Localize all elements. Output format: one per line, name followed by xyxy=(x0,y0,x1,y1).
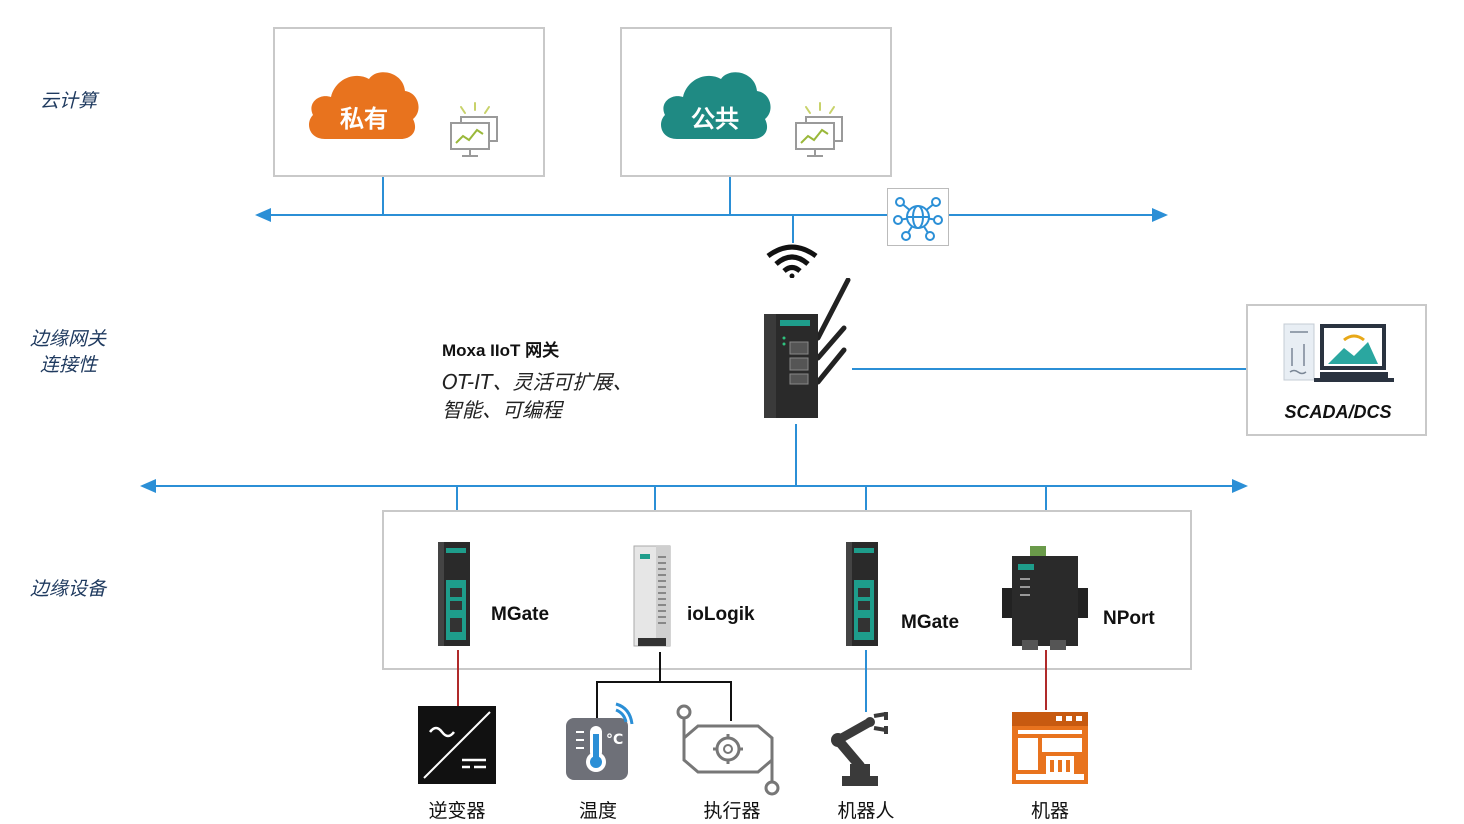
private-cloud-icon xyxy=(309,72,419,139)
lower-network-bus xyxy=(154,485,1234,487)
iologik-to-temperature xyxy=(596,681,598,721)
layer-label-edge-gateway-line1: 边缘网关 xyxy=(30,328,107,350)
svg-text:°C: °C xyxy=(606,732,623,748)
iologik-device-icon xyxy=(633,545,671,647)
iologik-label: ioLogik xyxy=(687,604,755,625)
scada-box: SCADA/DCS xyxy=(1246,304,1427,436)
private-cloud-link xyxy=(382,177,384,215)
lower-bus-arrow-right xyxy=(1232,479,1248,493)
mgate2-label: MGate xyxy=(901,612,960,633)
gateway-desc-line1: OT-IT、灵活可扩展、 xyxy=(442,370,633,394)
wifi-icon xyxy=(766,244,818,278)
monitor-chart-icon xyxy=(795,102,843,157)
mgate1-serial-link xyxy=(457,650,459,706)
wifi-uplink xyxy=(792,215,794,243)
gateway-downlink xyxy=(795,424,797,486)
iologik-drop xyxy=(659,652,661,682)
scada-label: SCADA/DCS xyxy=(1284,402,1392,422)
upper-bus-arrow-left xyxy=(255,208,271,222)
network-hub-icon xyxy=(887,188,949,246)
nport-device-icon xyxy=(1002,546,1088,650)
mgate-device-icon xyxy=(846,542,878,646)
layer-label-cloud: 云计算 xyxy=(40,90,98,112)
gateway-desc-line2: 智能、可编程 xyxy=(442,398,562,422)
upper-bus-arrow-right xyxy=(1152,208,1168,222)
inverter-icon xyxy=(418,706,496,784)
gateway-scada-link xyxy=(852,368,1248,370)
upper-network-bus xyxy=(268,214,1154,216)
actuator-label: 执行器 xyxy=(703,800,761,822)
mgate2-robot-link xyxy=(865,650,867,712)
mgate-device-icon xyxy=(438,542,470,646)
temperature-label: 温度 xyxy=(578,800,617,822)
nport-serial-link xyxy=(1045,650,1047,710)
layer-label-edge-gateway-line2: 连接性 xyxy=(40,354,98,376)
public-cloud-link xyxy=(729,177,731,215)
lower-bus-arrow-left xyxy=(140,479,156,493)
iiot-gateway-icon xyxy=(764,278,851,418)
robot-label: 机器人 xyxy=(837,800,895,822)
nport-label: NPort xyxy=(1103,608,1155,629)
temperature-icon: °C xyxy=(566,702,634,780)
public-cloud-label: 公共 xyxy=(691,105,739,133)
private-cloud-box: 私有 xyxy=(273,27,545,177)
iologik-branch xyxy=(596,681,732,683)
mgate1-label: MGate xyxy=(491,604,550,625)
robot-arm-icon xyxy=(831,712,888,786)
scada-screen-icon xyxy=(1283,323,1394,382)
layer-label-edge-devices: 边缘设备 xyxy=(30,578,107,600)
public-cloud-icon xyxy=(661,72,771,139)
actuator-icon xyxy=(676,704,780,796)
layer-label-edge-gateway: 边缘网关 连接性 xyxy=(30,326,106,378)
monitor-chart-icon xyxy=(450,102,498,157)
machine-icon xyxy=(1012,712,1088,784)
inverter-label: 逆变器 xyxy=(428,800,486,822)
gateway-title: Moxa IIoT 网关 xyxy=(442,341,560,360)
iologik-to-actuator xyxy=(730,681,732,721)
gateway-description: OT-IT、灵活可扩展、 智能、可编程 xyxy=(442,368,632,424)
private-cloud-label: 私有 xyxy=(340,105,388,133)
machine-label: 机器 xyxy=(1030,800,1069,822)
public-cloud-box: 公共 xyxy=(620,27,892,177)
